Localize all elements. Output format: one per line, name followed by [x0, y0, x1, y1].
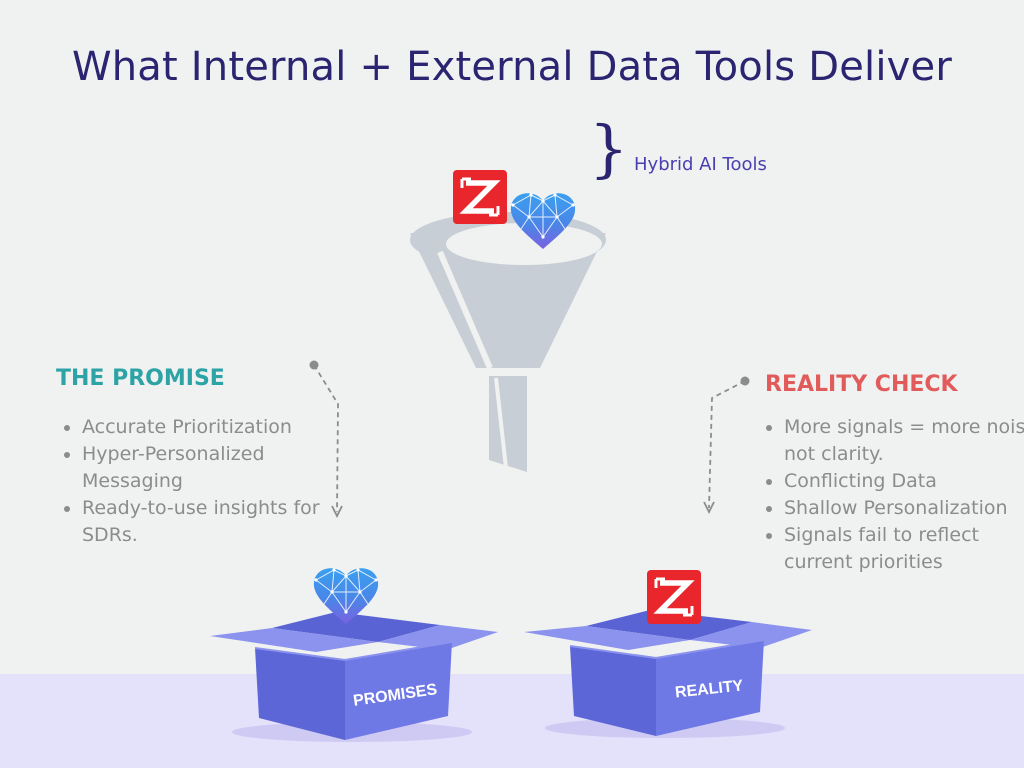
promise-item: Ready-to-use insights for SDRs. [82, 495, 367, 549]
zoominfo-logo-icon [647, 570, 701, 624]
zoominfo-logo-icon [453, 170, 507, 224]
funnel-icon [410, 212, 606, 472]
reality-item: Conflicting Data [784, 468, 1024, 495]
promise-list: Accurate Prioritization Hyper-Personaliz… [57, 414, 367, 549]
reality-item: Signals fail to reflect current prioriti… [784, 522, 1024, 576]
promise-item: Accurate Prioritization [82, 414, 367, 441]
reality-heading: REALITY CHECK [765, 372, 958, 397]
promise-heading: THE PROMISE [56, 366, 225, 391]
brace-icon: } [589, 112, 629, 185]
promise-connector [309, 360, 343, 519]
reality-box [524, 610, 812, 736]
floor-band [0, 674, 1024, 768]
reality-list: More signals = more noise, not clarity. … [759, 414, 1024, 576]
hybrid-ai-tools-label: Hybrid AI Tools [634, 154, 767, 175]
reality-item: More signals = more noise, not clarity. [784, 414, 1024, 468]
reality-connector [703, 376, 750, 515]
page-title: What Internal + External Data Tools Deli… [71, 44, 953, 90]
reality-item: Shallow Personalization [784, 495, 1024, 522]
promise-item: Hyper-Personalized Messaging [82, 441, 367, 495]
promises-box: PROMISES [210, 612, 498, 740]
